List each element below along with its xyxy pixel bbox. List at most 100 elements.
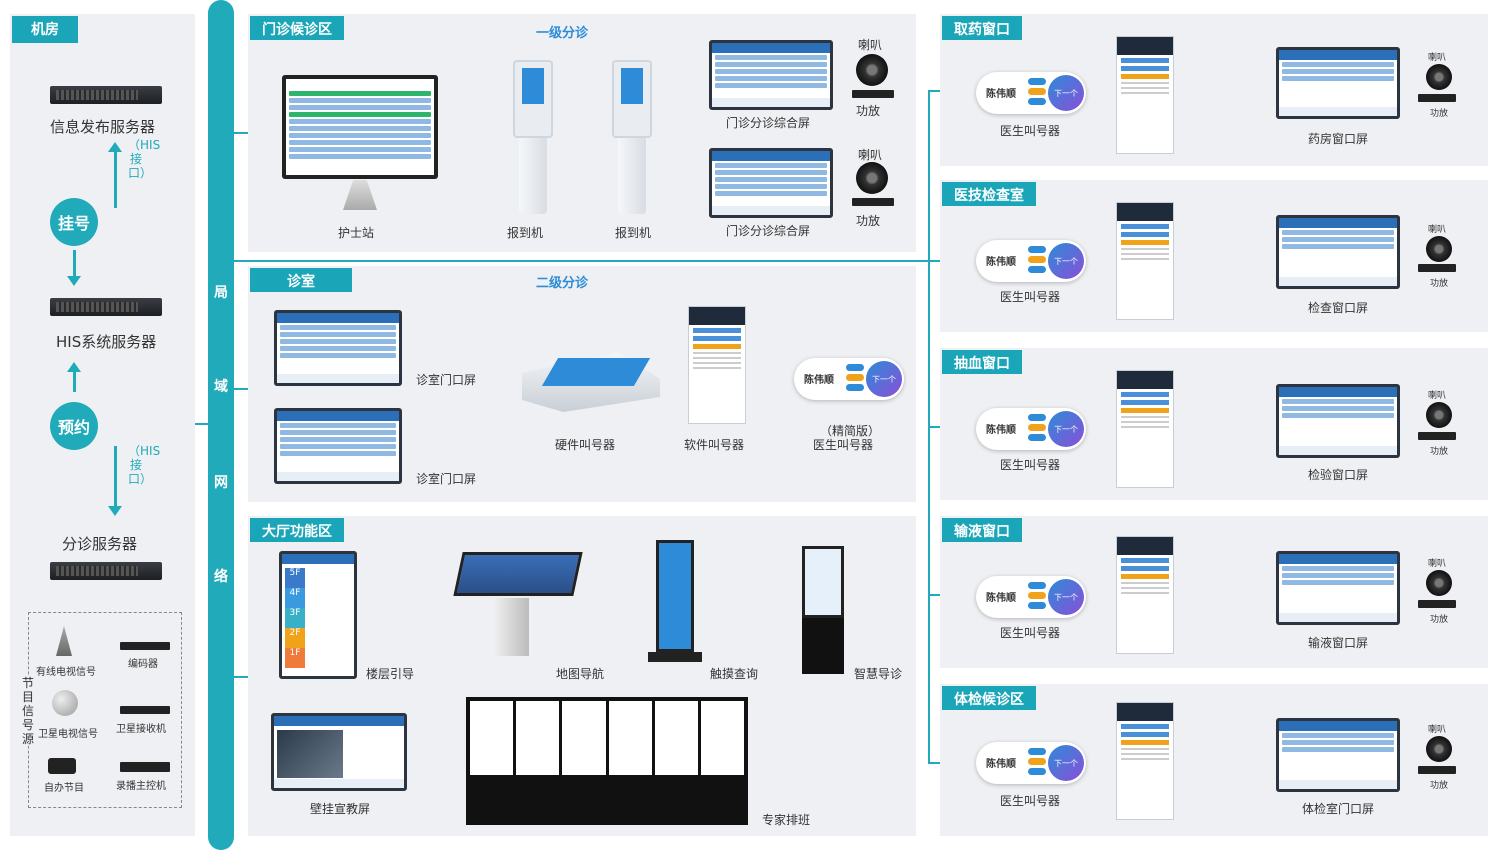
lite-caller-next: 下一个 (866, 361, 902, 397)
his-server-label: HIS系统服务器 (56, 333, 157, 351)
blood-amp-label: 功放 (1430, 447, 1449, 457)
physical-exam-speaker-icon (1426, 736, 1452, 762)
his-interface-label-1: （HIS接口） (128, 138, 160, 180)
server-room-panel (10, 14, 195, 836)
infusion-caller: 陈伟顺下一个 (976, 576, 1086, 618)
satellite-receiver-icon (120, 706, 170, 714)
pharmacy-caller: 陈伟顺下一个 (976, 72, 1086, 114)
door-screen-2 (274, 408, 402, 484)
info-server-icon (50, 86, 162, 104)
lan-char-3: 网 (214, 475, 228, 491)
sw-caller-label: 软件叫号器 (684, 438, 745, 452)
amp-icon-2 (852, 198, 894, 206)
hw-caller-label: 硬件叫号器 (555, 438, 616, 452)
touch-query-base (648, 652, 702, 662)
triage-server-label: 分诊服务器 (62, 535, 138, 553)
exam-caller-label: 医生叫号器 (1000, 290, 1061, 304)
pharmacy-speaker-label: 喇叭 (1428, 53, 1447, 63)
speaker-label-2: 喇叭 (858, 148, 883, 162)
infusion-window-screen (1276, 551, 1400, 625)
amp-label-2: 功放 (856, 214, 881, 228)
cable-tv-label: 有线电视信号 (36, 667, 96, 678)
camera-icon (48, 758, 76, 774)
pharmacy-amp-label: 功放 (1430, 109, 1449, 119)
right-branch-2 (928, 260, 940, 262)
infusion-amp-label: 功放 (1430, 615, 1449, 625)
satellite-receiver-label: 卫星接收机 (116, 724, 166, 735)
touch-query-kiosk (656, 540, 694, 652)
amp-label-1: 功放 (856, 104, 881, 118)
net-branch-outpatient (234, 132, 248, 134)
his-server-icon (50, 298, 162, 316)
right-branch-1 (928, 90, 940, 92)
blood-speaker-label: 喇叭 (1428, 391, 1447, 401)
blood-speaker-icon (1426, 402, 1452, 428)
smart-guide-kiosk (802, 546, 844, 618)
exam-caller: 陈伟顺下一个 (976, 240, 1086, 282)
server-room-title: 机房 (12, 16, 78, 43)
encoder-icon (120, 642, 170, 650)
pharmacy-screen-label: 药房窗口屏 (1308, 132, 1369, 146)
touch-query-label: 触摸查询 (710, 667, 759, 681)
his-interface-label-2: （HIS接口） (128, 444, 160, 486)
floor-5f: 5F (285, 568, 305, 588)
physical-exam-caller-label: 医生叫号器 (1000, 794, 1061, 808)
net-branch-clinic-2 (234, 388, 248, 390)
arrowhead-up-1 (108, 142, 122, 152)
blood-window-screen (1276, 384, 1400, 458)
physical-exam-screen-label: 体检室门口屏 (1302, 802, 1375, 816)
encoder-label: 编码器 (128, 659, 158, 670)
pharmacy-caller-label: 医生叫号器 (1000, 124, 1061, 138)
net-branch-clinic (234, 260, 930, 262)
lan-char-4: 络 (214, 569, 228, 585)
speaker-label-1: 喇叭 (858, 38, 883, 52)
info-server-label: 信息发布服务器 (50, 118, 156, 136)
lite-caller-name: 陈伟顺 (804, 375, 834, 386)
infusion-title: 输液窗口 (942, 518, 1022, 542)
expert-schedule-wall (466, 697, 748, 825)
satellite-tv-label: 卫星电视信号 (38, 729, 98, 740)
physical-exam-phone (1116, 702, 1174, 820)
blood-screen-label: 检验窗口屏 (1308, 468, 1369, 482)
checkin-kiosk-1 (513, 60, 553, 214)
floor-guide-label: 楼层引导 (366, 667, 415, 681)
floor-2f: 2F (285, 628, 305, 648)
lite-caller-icon: 陈伟顺 下一个 (794, 358, 904, 400)
blood-caller: 陈伟顺下一个 (976, 408, 1086, 450)
triage-server-icon (50, 562, 162, 580)
lite-caller-label-2: 医生叫号器 (813, 438, 874, 452)
lan-char-2: 域 (214, 379, 228, 395)
floor-3f: 3F (285, 608, 305, 628)
smart-guide-stand (802, 618, 844, 674)
arrowhead-down-2 (108, 506, 122, 516)
map-nav-kiosk-stand (495, 598, 529, 656)
recorder-icon (120, 762, 170, 772)
infusion-caller-label: 医生叫号器 (1000, 626, 1061, 640)
checkin-label-2: 报到机 (615, 226, 652, 240)
door-screen-1 (274, 310, 402, 386)
pharmacy-phone (1116, 36, 1174, 154)
right-branch-4 (928, 594, 940, 596)
arrow-down-1 (73, 250, 76, 276)
net-branch-hall (234, 676, 248, 678)
left-to-network-line (195, 423, 209, 425)
exam-window-screen (1276, 215, 1400, 289)
speaker-icon-1 (856, 54, 888, 86)
exam-speaker-icon (1426, 236, 1452, 262)
infusion-phone (1116, 536, 1174, 654)
triage-screen-1 (709, 40, 833, 110)
pharmacy-window-screen (1276, 47, 1400, 119)
hall-title: 大厅功能区 (250, 518, 344, 542)
arrow-down-2 (114, 446, 117, 506)
pharmacy-amp-icon (1418, 94, 1456, 102)
blood-title: 抽血窗口 (942, 350, 1022, 374)
physical-exam-amp-icon (1418, 766, 1456, 774)
arrow-up-1 (114, 150, 117, 208)
infusion-screen-label: 输液窗口屏 (1308, 636, 1369, 650)
exam-speaker-label: 喇叭 (1428, 225, 1447, 235)
floor-1f: 1F (285, 648, 305, 668)
infusion-speaker-label: 喇叭 (1428, 559, 1447, 569)
exam-phone (1116, 202, 1174, 320)
map-nav-kiosk-screen (453, 552, 583, 596)
infusion-speaker-icon (1426, 570, 1452, 596)
